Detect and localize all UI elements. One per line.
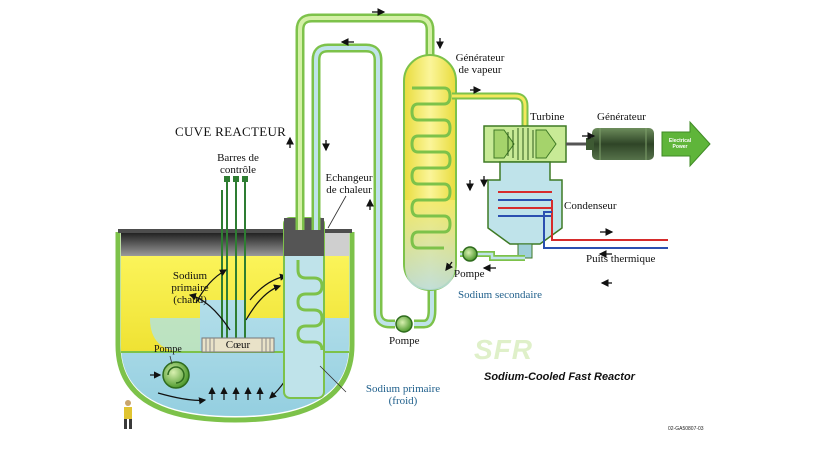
secondary-pump-bottom [395, 315, 413, 333]
vessel-top-plug [121, 232, 286, 256]
generator [586, 128, 654, 160]
generator-label: Générateur [597, 111, 646, 123]
primary-pump [162, 361, 190, 389]
person-scale-figure [124, 400, 132, 429]
intermediate-heat-exchanger [283, 217, 325, 399]
heat-sink-lines [543, 200, 668, 249]
primary-pump-label: Pompe [154, 344, 182, 355]
figure-code: 02-GA50807-03 [668, 426, 704, 432]
secondary-flow-arrows [286, 8, 614, 287]
secondary-pump-bottom-label: Pompe [389, 335, 420, 347]
secondary-pump-right [462, 246, 478, 262]
sfr-subtitle: Sodium-Cooled Fast Reactor [484, 371, 635, 383]
steam-generator [403, 54, 457, 291]
secondary-pump-right-label: Pompe [454, 268, 485, 280]
electrical-power-arrow [661, 120, 711, 168]
secondary-sodium-label: Sodium secondaire [458, 289, 543, 301]
condenser-label: Condenseur [564, 200, 617, 212]
heat-sink-label: Puits thermique [586, 253, 656, 265]
vessel-title: CUVE REACTEUR [175, 124, 287, 139]
sfr-logo: SFR [474, 334, 533, 365]
condenser [487, 161, 563, 259]
cold-primary-sodium-label: Sodium primaire(froid) [365, 383, 441, 407]
reactor-core [201, 337, 275, 353]
control-rods [221, 176, 248, 340]
secondary-loop-pipes [295, 13, 437, 329]
steam-line [452, 92, 529, 126]
turbine-label: Turbine [530, 111, 565, 123]
core-label: Cœur [225, 339, 251, 351]
turbine [483, 125, 592, 163]
